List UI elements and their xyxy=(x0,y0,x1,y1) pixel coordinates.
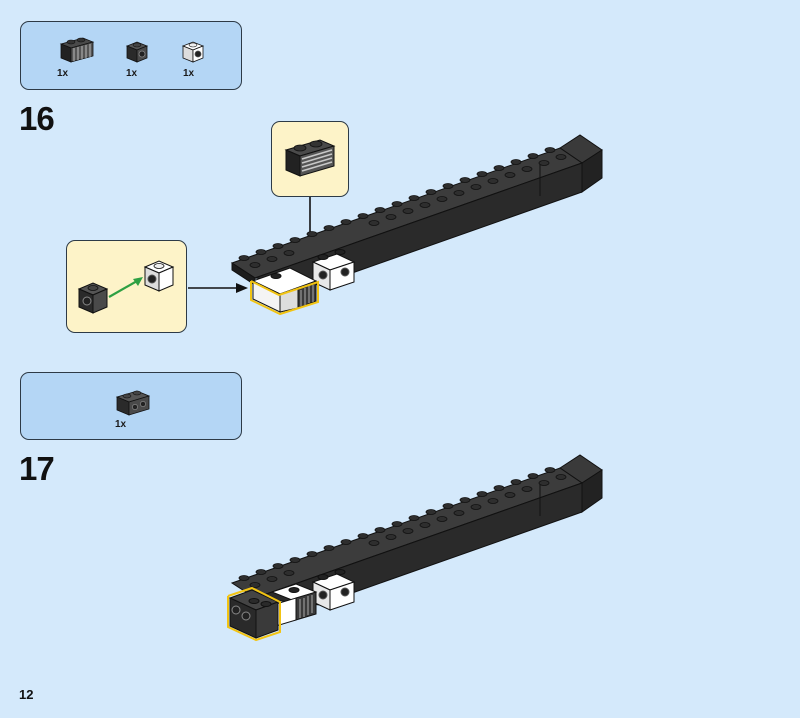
step-number-16: 16 xyxy=(19,100,55,137)
bracket-assembly-callout xyxy=(66,240,187,333)
grille-brick-icon xyxy=(284,139,336,177)
white-bracket-brick-icon xyxy=(181,41,205,63)
grille-brick-icon xyxy=(59,37,95,63)
white-bracket-brick-icon xyxy=(143,260,175,292)
dark-double-stud-brick-icon xyxy=(115,390,151,416)
part-quantity: 1x xyxy=(126,68,138,79)
step-number-17: 17 xyxy=(19,450,55,487)
step17-parts-box: 1x xyxy=(20,372,242,440)
grille-callout xyxy=(271,121,349,197)
step16-parts-box: 1x 1x 1x xyxy=(20,21,242,90)
dark-bracket-brick-icon xyxy=(125,41,149,63)
part-quantity: 1x xyxy=(115,419,127,430)
dark-bracket-brick-icon xyxy=(77,282,109,314)
part-quantity: 1x xyxy=(183,68,195,79)
green-arrow-icon xyxy=(108,277,143,298)
part-quantity: 1x xyxy=(57,68,69,79)
page-number: 12 xyxy=(19,687,34,702)
